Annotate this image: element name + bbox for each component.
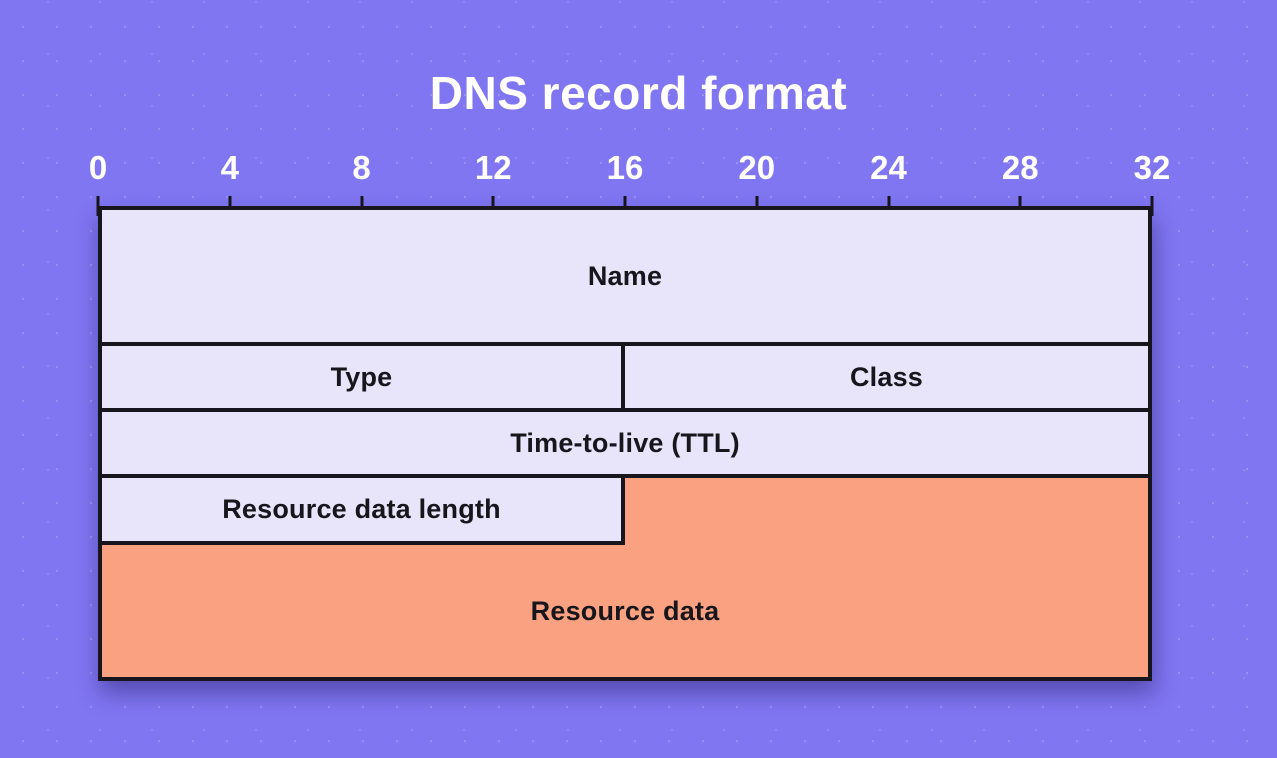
field-type-label: Type — [330, 361, 393, 392]
field-row-type-class: Type Class — [102, 346, 1148, 412]
bit-scale-label: 8 — [352, 149, 371, 186]
field-class: Class — [625, 346, 1148, 408]
bit-scale-tick — [1150, 196, 1154, 216]
bit-scale-label: 16 — [606, 149, 644, 186]
field-resource-data-length: Resource data length — [102, 478, 625, 545]
field-class-label: Class — [849, 361, 924, 392]
field-ttl-label: Time-to-live (TTL) — [510, 427, 740, 458]
bit-scale-label: 24 — [870, 149, 907, 186]
field-resource-data-label: Resource data — [530, 595, 720, 626]
field-ttl: Time-to-live (TTL) — [102, 412, 1148, 478]
bit-scale-label: 12 — [474, 149, 512, 186]
bit-scale-label: 28 — [1001, 149, 1039, 186]
diagram-title: DNS record format — [429, 67, 848, 119]
field-resource-data: Resource data — [102, 545, 1148, 677]
field-type: Type — [102, 346, 625, 408]
record-box: Name Type Class Time-to-live (TTL) Resou… — [98, 206, 1152, 681]
field-name: Name — [102, 210, 1148, 346]
bit-scale-label: 20 — [738, 149, 776, 186]
field-resource-data-length-label: Resource data length — [222, 494, 501, 524]
bit-scale: 0 4 8 12 16 20 24 28 32 — [89, 146, 1171, 190]
record-diagram: 0 4 8 12 16 20 24 28 32 Name Type — [89, 149, 1170, 681]
bit-scale-label: 0 — [88, 149, 108, 186]
bit-scale-label: 4 — [220, 149, 239, 186]
bit-scale-label: 32 — [1133, 149, 1171, 186]
resource-data-region: Resource data length Resource data — [102, 478, 1148, 677]
field-name-label: Name — [587, 260, 663, 291]
field-row-rdlength: Resource data length — [102, 478, 1148, 545]
